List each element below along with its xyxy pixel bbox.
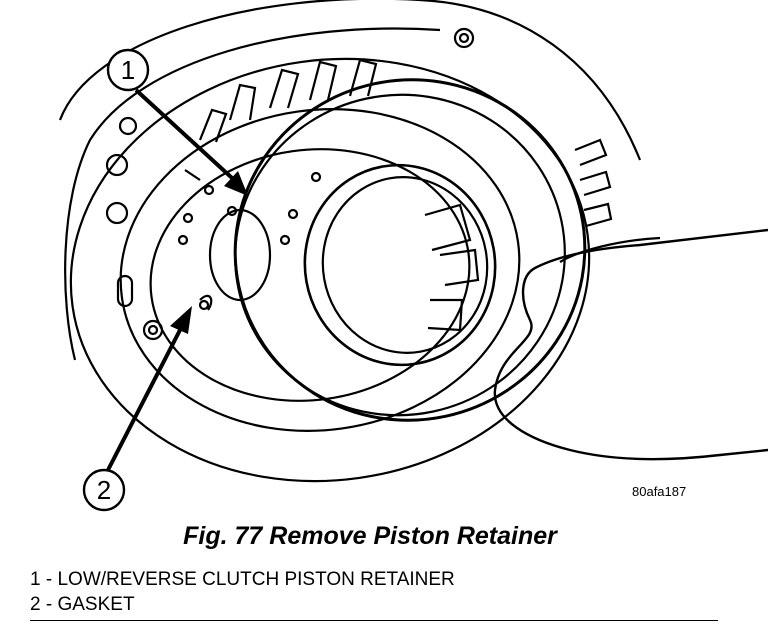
callout-circle — [106, 48, 150, 92]
callout-number: 1 — [121, 55, 135, 85]
hand-finger — [559, 236, 661, 263]
face-hole — [182, 212, 194, 224]
legend-item: 1 - LOW/REVERSE CLUTCH PISTON RETAINER — [30, 567, 455, 592]
legend-separator: - — [40, 569, 58, 590]
leader-line — [106, 329, 182, 471]
legend-number: 1 — [30, 569, 41, 590]
legend-item: 2 - GASKET — [30, 592, 455, 617]
piston-retainer-outer — [233, 78, 587, 422]
image-code: 80afa187 — [632, 484, 687, 499]
case-bolt-hole — [105, 153, 129, 177]
legend-text: LOW/REVERSE CLUTCH PISTON RETAINER — [57, 569, 455, 590]
face-hole — [177, 234, 189, 246]
case-inner-arc — [64, 27, 441, 361]
clutch-teeth-top — [198, 58, 378, 143]
bore-splines — [424, 203, 480, 332]
case-outer-arc — [58, 0, 642, 161]
retainer-hole — [310, 171, 322, 183]
piston-retainer-rim — [234, 93, 566, 417]
callout-number: 2 — [97, 475, 111, 505]
retainer-hole — [279, 234, 291, 246]
piston-retainer-illustration: 1 2 — [58, 0, 768, 512]
legend-text: GASKET — [57, 594, 135, 615]
legend-number: 2 — [30, 594, 41, 615]
piston-retainer-bore-inner — [321, 176, 489, 354]
callout-1: 1 — [106, 48, 248, 196]
piston-retainer-bore — [303, 163, 497, 367]
case-bolt-hole — [118, 116, 138, 136]
case-bolt-hole — [147, 324, 159, 336]
clutch-teeth-right — [574, 138, 613, 228]
legend-rule — [30, 620, 718, 621]
case-bolt-hole — [458, 32, 470, 44]
case-bolt-hole — [105, 201, 129, 225]
legend-separator: - — [40, 594, 58, 615]
case-bolt-hole — [453, 27, 475, 49]
face-hole — [203, 184, 215, 196]
leader-line — [134, 88, 234, 180]
case-slot — [116, 274, 134, 308]
case-bore-ring — [119, 108, 521, 432]
arrow-head — [224, 171, 248, 196]
callout-2: 2 — [82, 306, 192, 512]
arrow-head — [170, 306, 192, 334]
callout-circle — [82, 468, 126, 512]
gasket-ring — [208, 208, 272, 302]
case-housing-ring — [69, 57, 591, 483]
retainer-hole — [287, 208, 299, 220]
legend: 1 - LOW/REVERSE CLUTCH PISTON RETAINER 2… — [30, 567, 455, 617]
case-face-holes — [184, 169, 201, 181]
hand-outline — [493, 228, 768, 461]
gasket-line — [199, 294, 213, 311]
case-bolt-hole — [142, 319, 164, 341]
face-hole — [198, 299, 210, 311]
figure-title: Fig. 77 Remove Piston Retainer — [183, 522, 557, 550]
